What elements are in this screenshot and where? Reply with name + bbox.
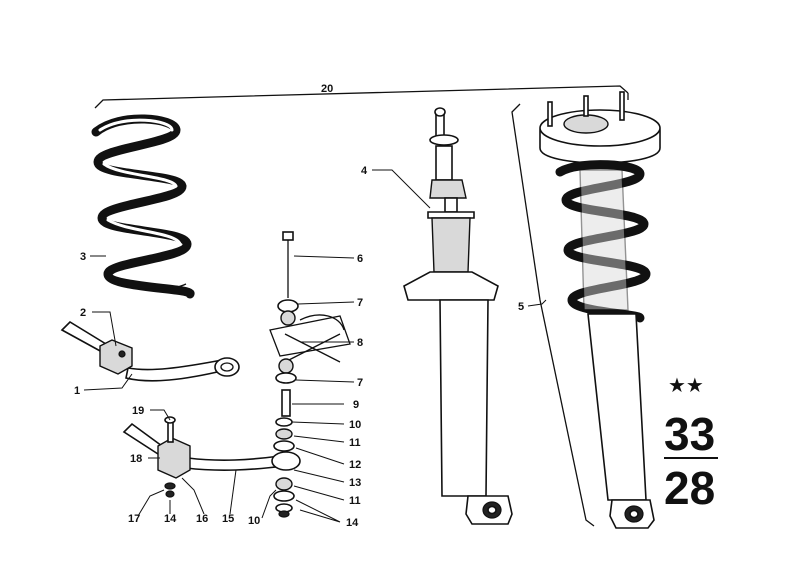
callout-3: 3 xyxy=(80,251,86,263)
callout-1: 1 xyxy=(74,385,80,397)
callout-4: 4 xyxy=(361,165,368,177)
assembly-bracket-20 xyxy=(94,85,629,109)
callout-2: 2 xyxy=(80,307,86,319)
rubber-mount-2[interactable] xyxy=(99,339,133,375)
callout-19: 19 xyxy=(132,405,144,417)
callout-9: 9 xyxy=(353,399,359,411)
callout-11-upper: 11 xyxy=(349,437,361,449)
stabilizer-mount-18[interactable] xyxy=(157,416,191,498)
callout-7-upper: 7 xyxy=(357,297,363,309)
group-code-block: ★★ 33 28 xyxy=(664,373,718,514)
callout-7-lower: 7 xyxy=(357,377,363,389)
callout-8: 8 xyxy=(357,337,363,349)
spring-strut-assembly-5[interactable] xyxy=(511,91,661,529)
callout-10-upper: 10 xyxy=(349,419,361,431)
callout-18: 18 xyxy=(130,453,142,465)
group-stars: ★★ xyxy=(668,373,704,397)
group-sub-number: 28 xyxy=(664,462,715,514)
callout-labels: 20 3 2 1 4 5 6 7 8 7 9 10 11 12 13 11 14… xyxy=(74,83,524,529)
callout-6: 6 xyxy=(357,253,363,265)
coil-spring[interactable] xyxy=(91,114,195,299)
callout-14-right: 14 xyxy=(346,517,359,529)
callout-5: 5 xyxy=(518,301,524,313)
link-bolt-stack[interactable] xyxy=(269,231,351,518)
shock-absorber-4[interactable] xyxy=(403,107,513,525)
callout-10-lower: 10 xyxy=(248,515,260,527)
callout-13: 13 xyxy=(349,477,361,489)
torsion-bar-1[interactable] xyxy=(60,320,240,382)
leader-lines xyxy=(83,169,547,523)
group-main-number: 33 xyxy=(664,408,715,460)
callout-12: 12 xyxy=(349,459,361,471)
callout-20: 20 xyxy=(321,83,333,95)
callout-17: 17 xyxy=(128,513,140,525)
stabilizer-bar-15[interactable] xyxy=(122,422,301,471)
callout-14-left: 14 xyxy=(164,513,177,525)
callout-15: 15 xyxy=(222,513,234,525)
callout-11-lower: 11 xyxy=(349,495,361,507)
callout-16: 16 xyxy=(196,513,208,525)
